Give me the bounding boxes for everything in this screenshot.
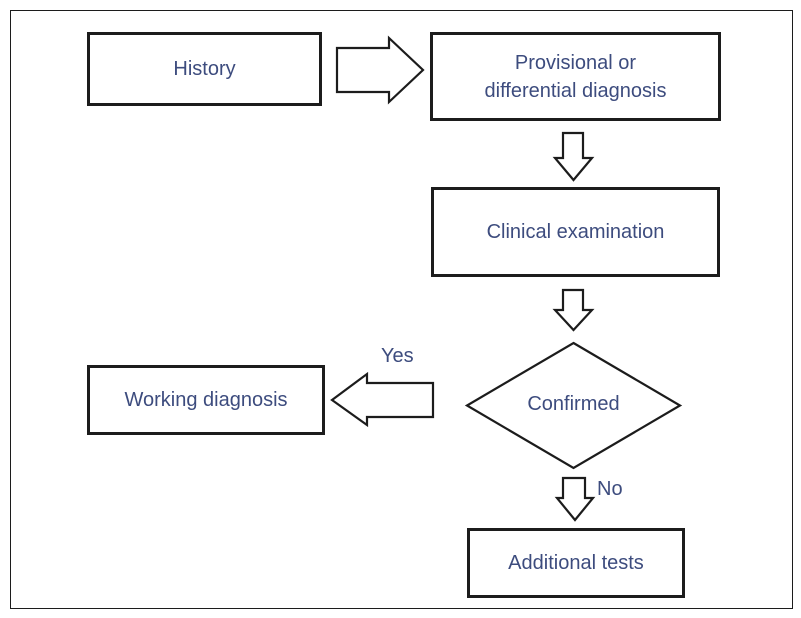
node-working-diagnosis-label: Working diagnosis	[124, 389, 288, 411]
arrow-down-confirmed-to-additional-icon	[554, 476, 596, 522]
node-history: History	[87, 32, 322, 106]
node-working-diagnosis: Working diagnosis	[87, 365, 325, 435]
node-history-label: History	[173, 58, 236, 80]
arrow-left-confirmed-to-working-icon	[330, 371, 435, 428]
arrow-down-clinical-to-confirmed-icon	[552, 288, 595, 332]
node-provisional-diagnosis: Provisional or differential diagnosis	[430, 32, 721, 121]
arrow-down-provisional-to-clinical-icon	[552, 131, 595, 182]
node-additional-tests: Additional tests	[467, 528, 685, 598]
node-additional-tests-label: Additional tests	[508, 552, 644, 574]
node-confirmed-label: Confirmed	[527, 393, 620, 415]
decision-diamond-confirmed	[464, 341, 683, 470]
edge-label-no: No	[597, 478, 623, 500]
figure-border	[10, 10, 793, 609]
node-provisional-diagnosis-label: Provisional or differential diagnosis	[484, 51, 667, 102]
node-clinical-examination-label: Clinical examination	[486, 221, 665, 243]
arrow-right-history-to-provisional-icon	[335, 35, 425, 105]
edge-label-yes: Yes	[381, 345, 414, 367]
node-clinical-examination: Clinical examination	[431, 187, 720, 277]
